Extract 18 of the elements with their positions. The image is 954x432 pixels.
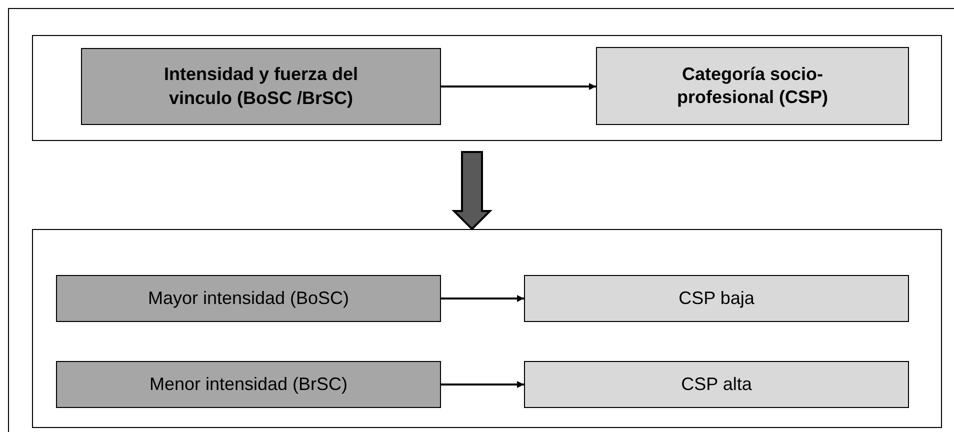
process-box (596, 47, 909, 125)
process-box (524, 275, 909, 322)
box-label: Intensidad y fuerza del vinculo (BoSC /BrSC) (162, 63, 360, 110)
panel-box (32, 35, 942, 141)
block-arrow (452, 151, 492, 230)
arrow (441, 295, 524, 302)
process-box (524, 361, 909, 408)
panel-box (32, 229, 942, 428)
arrow (441, 83, 596, 90)
box-label: CSP baja (678, 286, 754, 310)
process-box (81, 48, 441, 125)
box-label: Mayor intensidad (BoSC) (148, 286, 350, 310)
process-box (56, 275, 441, 322)
box-label: Menor intensidad (BrSC) (149, 372, 348, 396)
arrow (441, 381, 524, 388)
box-label: Categoría socio-profesional (CSP) (676, 62, 829, 109)
box-label: CSP alta (681, 372, 752, 396)
process-box (56, 361, 441, 408)
